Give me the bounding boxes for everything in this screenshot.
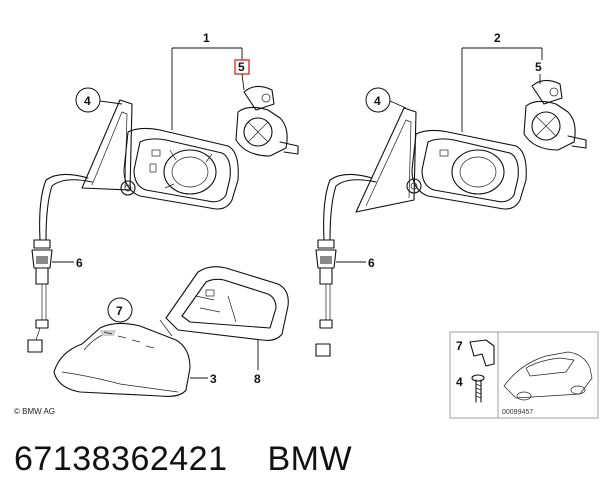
left-mirror-assembly <box>27 85 299 353</box>
callout-8: 8 <box>254 372 261 386</box>
inset-callout-7: 7 <box>456 339 463 353</box>
callout-2: 2 <box>494 31 501 45</box>
callout-7: 7 <box>116 304 123 318</box>
left-callouts: 1 5 4 6 <box>52 31 250 270</box>
callout-5-right: 5 <box>535 60 542 74</box>
callout-1: 1 <box>203 31 210 45</box>
caption: 67138362421 BMW <box>14 440 352 480</box>
diagram-id: 00099457 <box>502 409 533 416</box>
mirror-cap-part-3: 3 7 <box>53 297 217 397</box>
right-callouts: 2 5 4 6 <box>336 31 543 270</box>
callout-4-left: 4 <box>84 94 91 108</box>
inset-callout-4: 4 <box>456 375 463 389</box>
part-number: 67138362421 <box>14 440 228 478</box>
parts-diagram: 1 5 4 6 <box>14 31 599 419</box>
mirror-trim-part-8: 8 <box>159 266 289 386</box>
brand-label: BMW <box>267 440 353 478</box>
callout-4-right: 4 <box>374 94 381 108</box>
right-mirror-assembly <box>315 79 587 357</box>
inset-panel: 7 4 00099457 <box>449 331 599 419</box>
callout-6-left: 6 <box>76 256 83 270</box>
copyright-notice: © BMW AG <box>14 407 55 416</box>
callout-6-right: 6 <box>368 256 375 270</box>
callout-3: 3 <box>210 372 217 386</box>
callout-5-highlighted: 5 <box>238 60 245 74</box>
